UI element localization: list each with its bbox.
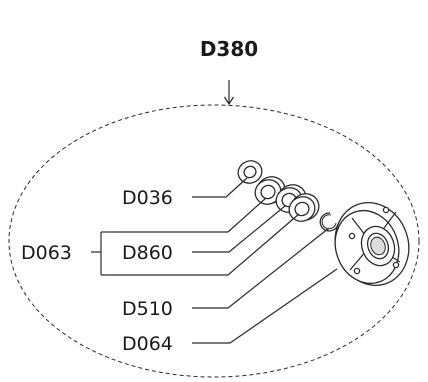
leader-D064 [192,268,338,344]
bearing-part-1 [254,176,286,205]
leader-D510 [192,227,330,309]
washer-top-part [237,160,263,184]
leader-D036 [192,177,248,198]
label-D063: D063 [21,242,72,264]
assembly-title: D380 [200,37,258,61]
label-D064: D064 [122,333,173,355]
hub-part [334,202,410,286]
label-D036: D036 [122,187,173,209]
leader-D860 [114,197,300,276]
assembly-boundary [8,104,420,378]
bearing-part-3 [288,193,320,222]
bracket-D063 [91,231,114,276]
snap-ring-part [319,212,339,232]
label-D860: D860 [122,242,173,264]
label-D510: D510 [122,298,173,320]
title-arrow [223,80,235,106]
